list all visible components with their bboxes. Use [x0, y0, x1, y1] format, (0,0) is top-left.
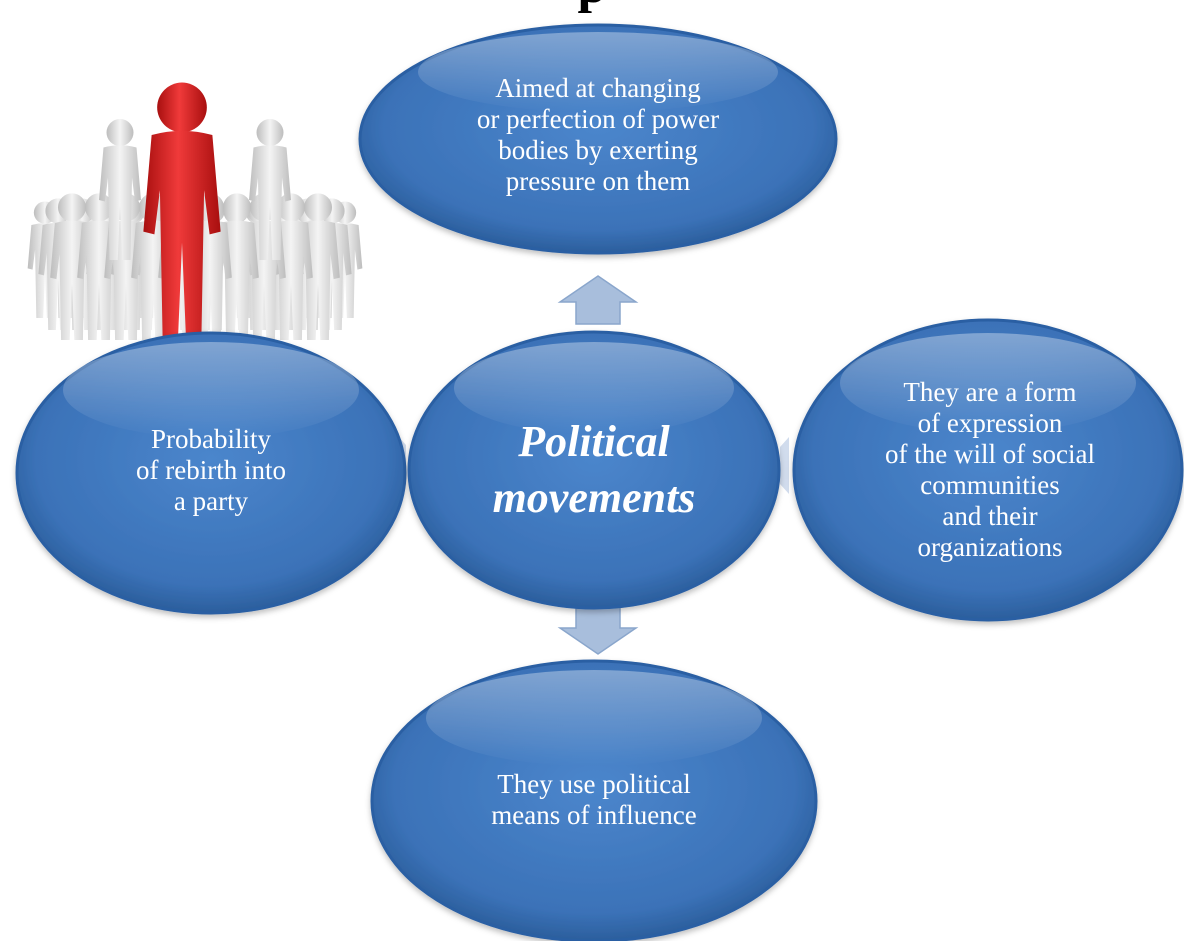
crowd-person-back: [249, 119, 291, 260]
leader-crowd-illustration: [27, 82, 363, 342]
node-right-ellipse: [792, 318, 1184, 622]
crowd-person-back: [99, 119, 141, 260]
node-top-ellipse: [358, 23, 838, 255]
leader-figure: [143, 82, 221, 342]
node-center-ellipse: [407, 330, 781, 610]
arrow-down-icon: [557, 605, 639, 655]
node-bottom-ellipse: [370, 659, 818, 941]
arrow-right-icon: [780, 437, 789, 494]
arrow-up-icon: [557, 275, 639, 325]
node-left-ellipse: [15, 331, 407, 615]
page-title-fragment: p: [0, 0, 1184, 16]
